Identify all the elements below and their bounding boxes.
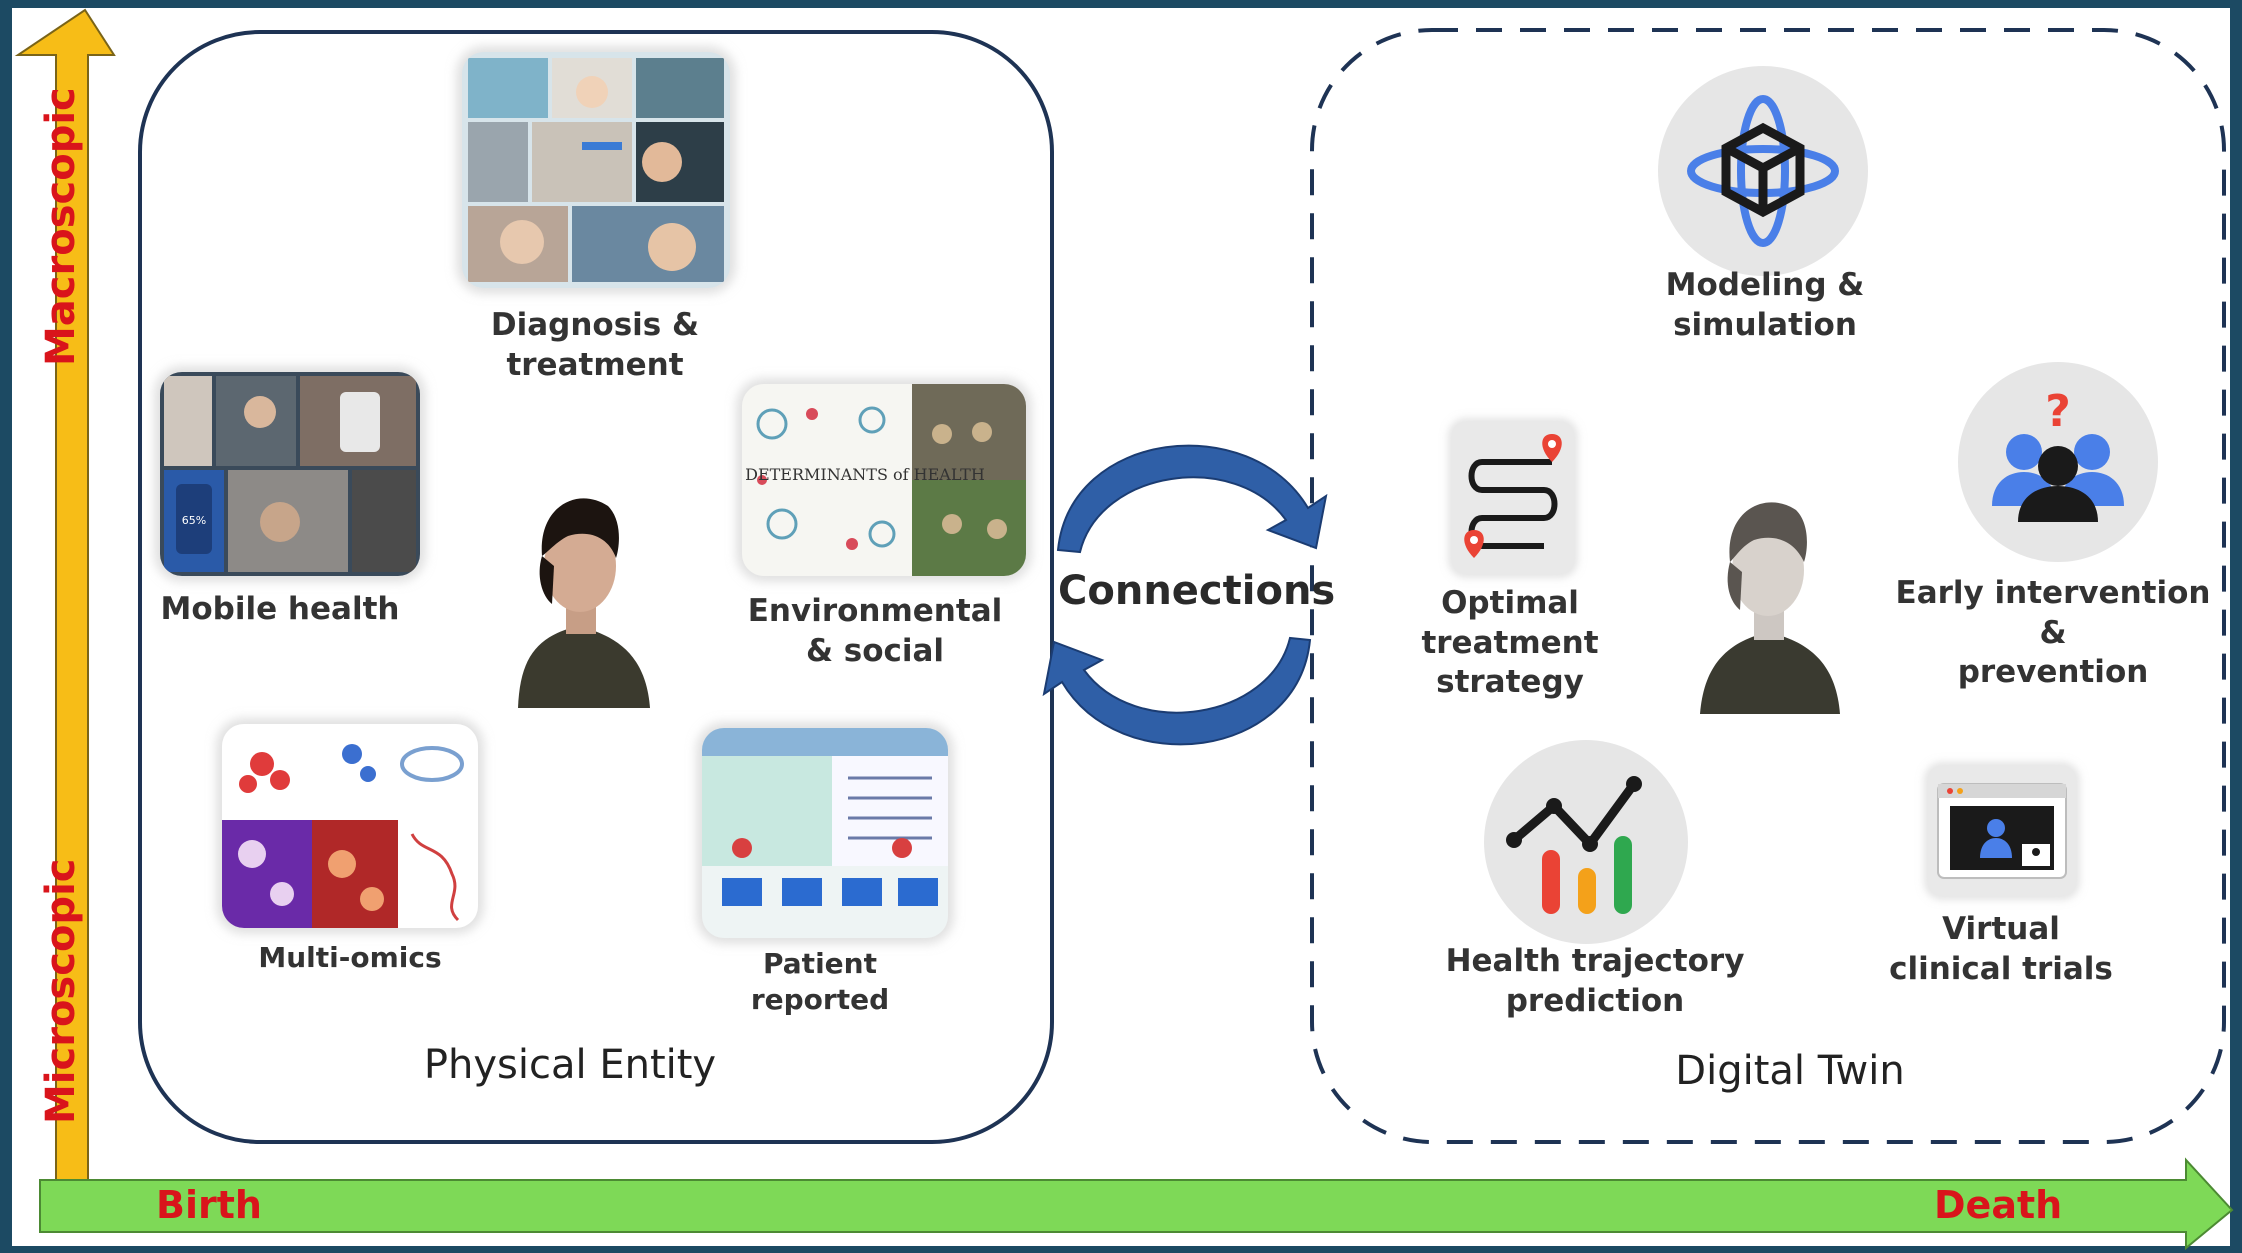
digital-twin-person-image xyxy=(1694,488,1844,714)
multi-omics-label: Multi-omics xyxy=(258,941,442,974)
patient-reported-label: Patient reported xyxy=(750,947,890,1016)
modeling-simulation-icon xyxy=(1658,66,1868,276)
axis-label-death: Death xyxy=(1934,1183,2063,1227)
patient-reported-image xyxy=(702,728,948,938)
physical-entity-box xyxy=(138,30,1054,1144)
multi-omics-image xyxy=(222,724,478,928)
digital-twin-box xyxy=(1310,28,2226,1144)
optimal-treatment-label: Optimal treatment strategy xyxy=(1421,585,1599,701)
physical-entity-title: Physical Entity xyxy=(423,1042,717,1088)
environmental-social-image: SOCIAL DETERMINANTS of HEALTH xyxy=(742,384,1026,576)
person-image xyxy=(508,486,656,708)
horizontal-axis-arrow xyxy=(39,1157,2234,1251)
diagram-canvas xyxy=(12,8,2230,1246)
connection-arrows xyxy=(1042,444,1328,746)
connections-label: Connections xyxy=(1058,568,1336,614)
route-icon xyxy=(1452,422,1574,574)
axis-label-macroscopic: Macroscopic xyxy=(38,87,84,366)
svg-text:?: ? xyxy=(2045,386,2071,437)
social-health-text: SOCIAL DETERMINANTS of HEALTH xyxy=(742,465,985,484)
connection-arrow-top xyxy=(1056,444,1328,554)
modeling-simulation-label: Modeling & simulation xyxy=(1665,267,1865,343)
phone-value-text: 65% xyxy=(182,514,206,527)
digital-twin-title: Digital Twin xyxy=(1675,1048,1905,1094)
connection-arrow-bottom xyxy=(1042,636,1312,746)
diagnosis-treatment-image xyxy=(462,52,730,288)
diagnosis-treatment-label: Diagnosis & treatment xyxy=(490,307,700,383)
group-question-icon: ? xyxy=(1958,362,2158,562)
mobile-health-label: Mobile health xyxy=(160,591,400,627)
axis-label-birth: Birth xyxy=(156,1183,262,1227)
axis-label-microscopic: Microscopic xyxy=(38,858,84,1125)
trend-chart-icon xyxy=(1484,740,1688,944)
health-trajectory-label: Health trajectory prediction xyxy=(1445,943,1745,1019)
virtual-clinical-trials-label: Virtual clinical trials xyxy=(1889,911,2113,987)
environmental-social-label: Environmental & social xyxy=(747,593,1003,669)
vertical-axis-arrow xyxy=(14,8,116,1181)
early-intervention-label: Early intervention & prevention xyxy=(1895,575,2211,691)
video-call-icon xyxy=(1928,766,2076,896)
mobile-health-image: 65% xyxy=(160,372,420,576)
